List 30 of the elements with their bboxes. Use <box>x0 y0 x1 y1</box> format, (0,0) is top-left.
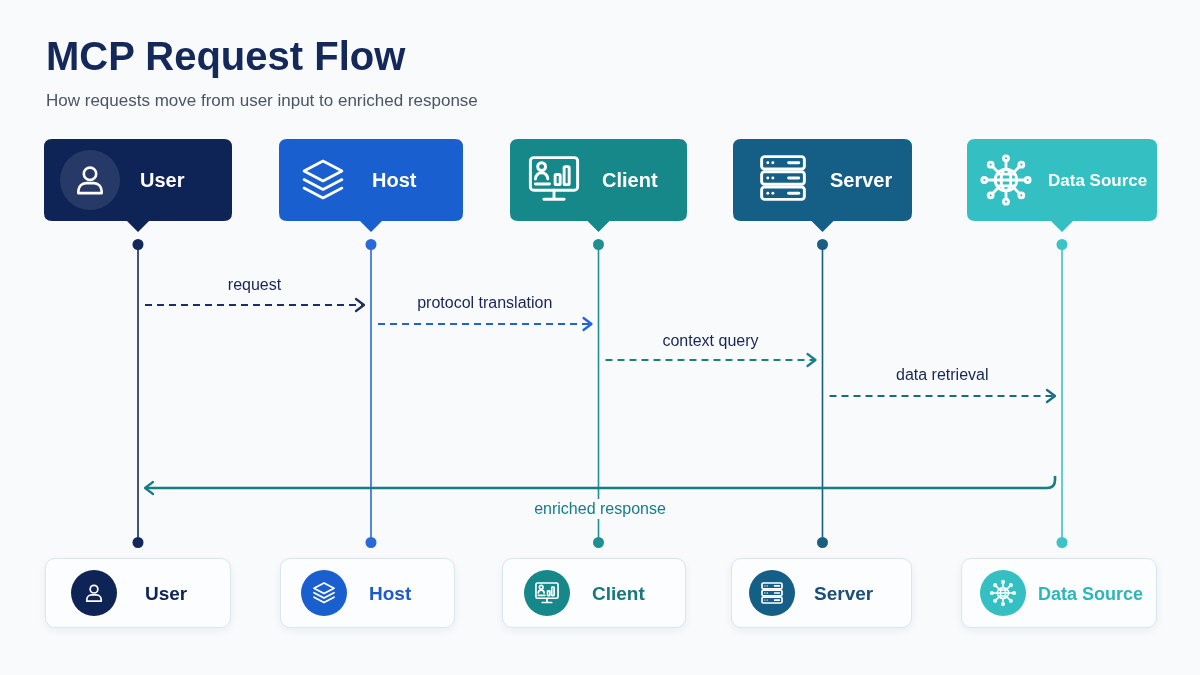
lifeline <box>132 239 144 548</box>
participant-name: Host <box>369 582 412 606</box>
participant-name: Client <box>592 582 645 606</box>
dashed-arrow <box>828 388 1057 404</box>
participant-card <box>731 558 912 628</box>
participant-name: Host <box>372 167 417 193</box>
participant-name: Data Source <box>1048 169 1148 191</box>
participant-card <box>280 558 455 628</box>
participant-name: Data Source <box>1038 582 1144 606</box>
title: MCP Request Flow <box>46 33 406 80</box>
callout-box <box>733 139 912 232</box>
dashed-arrow <box>604 352 817 368</box>
lifeline <box>817 239 828 548</box>
participant-card <box>502 558 686 628</box>
dashed-arrow <box>377 316 593 332</box>
callout-box <box>279 139 463 232</box>
dashed-arrow <box>144 297 366 313</box>
participant-name: Client <box>602 167 658 193</box>
subtitle: How requests move from user input to enriched response <box>46 90 478 112</box>
participant-name: Server <box>814 582 874 606</box>
participant-card <box>961 558 1157 628</box>
participant-name: User <box>140 167 185 193</box>
callout-box <box>44 139 232 232</box>
participant-name: User <box>145 582 188 606</box>
participant-card <box>45 558 231 628</box>
lifeline <box>1056 239 1068 548</box>
callout-box <box>967 139 1157 232</box>
participant-name: Server <box>830 167 893 193</box>
lifeline <box>365 239 377 548</box>
callout-box <box>510 139 687 232</box>
